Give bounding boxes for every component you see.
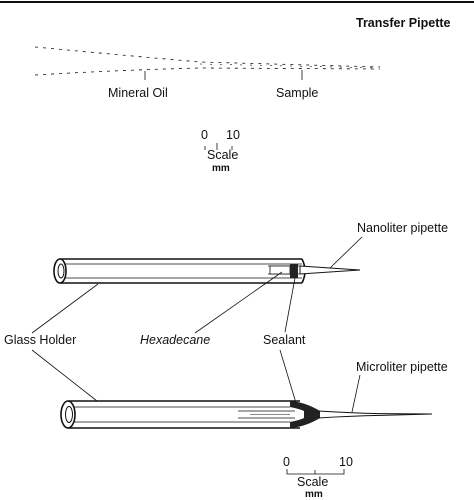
- microliter-assembly: [60, 400, 433, 429]
- sealant-label: Sealant: [263, 333, 306, 347]
- microliter-pipette-label: Microliter pipette: [356, 360, 448, 374]
- sealant-leader-top: [284, 277, 296, 333]
- top-scale-word: Scale: [207, 148, 238, 162]
- sample-label: Sample: [276, 86, 318, 100]
- mineral-oil-label: Mineral Oil: [108, 86, 168, 100]
- bottom-scale-bar: [286, 469, 345, 475]
- bottom-scale: 0 10 Scale mm: [283, 455, 353, 500]
- bottom-scale-end: 10: [339, 455, 353, 469]
- hexadecane-label: Hexadecane: [140, 333, 210, 347]
- bottom-scale-unit: mm: [305, 489, 323, 500]
- top-scale-unit: mm: [212, 163, 230, 174]
- bottom-scale-start: 0: [283, 455, 290, 469]
- transfer-pipette-title: Transfer Pipette: [356, 16, 451, 30]
- sealant-leader-bottom: [279, 349, 297, 404]
- micro-pipette-taper: [317, 410, 433, 419]
- nanoliter-leader: [329, 236, 363, 269]
- transfer-pipette-drawing: [34, 46, 381, 76]
- nanoliter-pipette-label: Nanoliter pipette: [357, 221, 448, 235]
- nano-sealant: [290, 264, 298, 278]
- bottom-scale-word: Scale: [297, 475, 328, 489]
- top-scale-end: 10: [226, 128, 240, 142]
- nano-pipette-tip: [299, 265, 361, 275]
- nano-holder-end-inner: [57, 263, 65, 279]
- glass-holder-label: Glass Holder: [4, 333, 76, 347]
- top-scale-start: 0: [201, 128, 208, 142]
- hexadecane-leader: [194, 271, 283, 334]
- micro-sealant: [290, 401, 320, 428]
- microliter-leader: [351, 374, 361, 413]
- micro-holder-end-inner: [65, 406, 73, 423]
- glass-holder-leader-bottom: [31, 349, 98, 402]
- hexadecane-fill: [269, 265, 291, 275]
- nanoliter-assembly: [53, 258, 361, 284]
- top-scale: 0 10 Scale mm: [201, 128, 240, 174]
- glass-holder-leader-top: [31, 283, 99, 334]
